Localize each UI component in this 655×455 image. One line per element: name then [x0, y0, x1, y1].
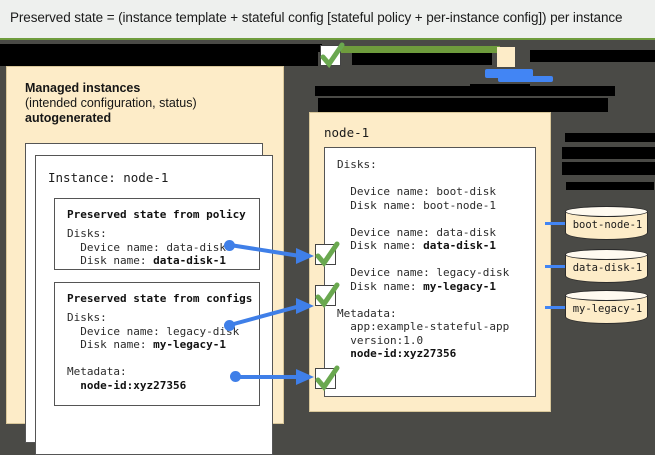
- disk-cap: [564, 289, 648, 301]
- node-metadata-label: Metadata:: [337, 306, 397, 320]
- redaction-bar: [0, 44, 322, 52]
- configs-box-title: Preserved state from configs: [67, 292, 253, 305]
- redaction-bar: [562, 147, 655, 159]
- blue-scribble: [485, 69, 533, 78]
- disk-link: [545, 222, 567, 225]
- panel-heading-line2: (intended configuration, status): [25, 96, 197, 110]
- panel-heading-line1: Managed instances: [25, 81, 141, 95]
- policy-body-text: Disks: Device name: data-disk Disk name:: [67, 227, 226, 267]
- node-metadata-app: app:example-stateful-app: [337, 320, 510, 333]
- boot-disk-prefix: Disk name:: [337, 198, 424, 212]
- disk-label: data-disk-1: [572, 262, 643, 274]
- disk-label: my-legacy-1: [572, 303, 643, 315]
- blue-scribble: [498, 76, 553, 82]
- check-mark-icon: [315, 241, 340, 268]
- policy-box-title: Preserved state from policy: [67, 208, 246, 221]
- configs-box-body: Disks: Device name: legacy-disk Disk nam…: [67, 311, 239, 392]
- legacy-disk-prefix: Disk name:: [337, 279, 424, 293]
- connector-dot: [224, 240, 235, 251]
- actual-instance-panel: node-1 Disks: Device name: boot-disk Dis…: [309, 112, 551, 412]
- legacy-disk-name: my-legacy-1: [423, 279, 496, 293]
- instance-title: Instance: node-1: [48, 170, 169, 185]
- policy-box-body: Disks: Device name: data-disk Disk name:…: [67, 227, 226, 268]
- connector-dot: [230, 371, 241, 382]
- configs-metadata-label: Metadata:: [67, 365, 127, 378]
- disk-link: [545, 306, 567, 309]
- check-badge: [320, 42, 345, 69]
- check-mark-icon: [320, 42, 345, 69]
- policy-disk-name: data-disk-1: [153, 254, 226, 267]
- redaction-bar: [562, 162, 655, 175]
- node-metadata-version: version:1.0: [337, 333, 424, 347]
- green-highlight-bar: [340, 46, 500, 53]
- check-badge: [315, 282, 340, 309]
- check-badge: [315, 241, 340, 268]
- preserved-state-configs-box: Preserved state from configs Disks: Devi…: [54, 282, 260, 406]
- data-disk-name: data-disk-1: [423, 239, 496, 252]
- connector-line: [229, 243, 314, 264]
- preserved-state-policy-box: Preserved state from policy Disks: Devic…: [54, 198, 260, 270]
- disk-cylinder: my-legacy-1: [564, 289, 648, 324]
- connector-dot: [224, 320, 235, 331]
- node-title: node-1: [324, 125, 370, 140]
- redaction-bar: [566, 182, 654, 190]
- redaction-bar: [565, 133, 655, 142]
- connector-line: [229, 298, 314, 327]
- disk-link: [545, 265, 567, 268]
- disk-label: boot-node-1: [572, 219, 643, 231]
- data-disk-prefix: Disk name:: [337, 239, 424, 252]
- redaction-bar: [0, 52, 318, 66]
- node-metadata-nodeid: node-id:xyz27356: [337, 347, 457, 360]
- banner: Preserved state = (instance template + s…: [0, 0, 655, 40]
- node-disks-label: Disks:: [337, 158, 377, 171]
- configs-disks-label: Disks:: [67, 311, 107, 324]
- disk-cylinder: boot-node-1: [564, 205, 648, 240]
- redaction-bar: [318, 98, 608, 112]
- disk-cap: [564, 248, 648, 260]
- cream-swatch: [497, 47, 515, 67]
- boot-disk-name: boot-node-1: [423, 198, 496, 212]
- disk-cylinder: data-disk-1: [564, 248, 648, 283]
- redaction-bar: [315, 86, 615, 96]
- node-detail-body: Disks: Device name: boot-disk Disk name:…: [337, 158, 509, 361]
- configs-metadata-value: node-id:xyz27356: [67, 378, 187, 392]
- instance-card: Instance: node-1 Preserved state from po…: [35, 155, 273, 455]
- panel-heading: Managed instances (intended configuratio…: [25, 81, 275, 126]
- disk-cap: [564, 205, 648, 217]
- configs-disk-prefix: Disk name:: [67, 338, 154, 351]
- connector-line: [236, 369, 314, 385]
- check-mark-icon: [315, 282, 340, 309]
- check-mark-icon: [315, 365, 340, 392]
- banner-text: Preserved state = (instance template + s…: [10, 10, 623, 25]
- redaction-bar: [530, 50, 655, 62]
- configs-device-name: Device name: legacy-disk: [67, 324, 240, 338]
- check-badge: [315, 365, 340, 392]
- legacy-device-name: Device name: legacy-disk: [337, 266, 510, 279]
- node-detail-box: Disks: Device name: boot-disk Disk name:…: [324, 147, 536, 397]
- data-device-name: Device name: data-disk: [337, 225, 496, 239]
- configs-disk-name: my-legacy-1: [153, 338, 226, 351]
- panel-heading-line3: autogenerated: [25, 111, 112, 125]
- managed-instances-panel: Managed instances (intended configuratio…: [6, 66, 284, 455]
- boot-device-name: Device name: boot-disk: [337, 185, 496, 198]
- redaction-bar: [352, 53, 492, 65]
